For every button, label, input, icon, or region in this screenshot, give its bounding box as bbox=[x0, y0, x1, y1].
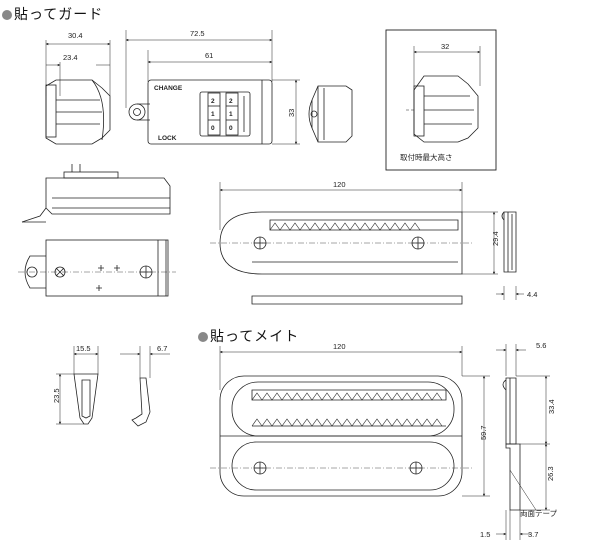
dim-label: 61 bbox=[205, 51, 213, 60]
mate-title-text: 貼ってメイト bbox=[210, 329, 300, 345]
dim-label: 72.5 bbox=[190, 29, 205, 38]
dim-label: 23.5 bbox=[52, 388, 61, 403]
dim-label: 59.7 bbox=[479, 425, 488, 440]
dim-label: 23.4 bbox=[63, 53, 78, 62]
dim-label: 3.7 bbox=[528, 530, 538, 539]
bullet-icon bbox=[198, 332, 208, 342]
wheel-digit: 1 bbox=[211, 111, 215, 118]
guard-title-text: 貼ってガード bbox=[14, 7, 104, 23]
dim-label: 15.5 bbox=[76, 344, 91, 353]
bullet-icon bbox=[2, 10, 12, 20]
wheel-digit: 1 bbox=[229, 111, 233, 118]
guard-plate-view bbox=[210, 182, 524, 305]
guard-top-view bbox=[125, 30, 353, 145]
dim-label: 32 bbox=[441, 42, 449, 51]
guard-inset-view bbox=[385, 29, 497, 171]
wheel-digit: 2 bbox=[229, 98, 233, 105]
mate-profile-view bbox=[496, 344, 550, 540]
wheel-digit: 0 bbox=[229, 125, 233, 132]
mate-hook-side-view bbox=[120, 346, 170, 427]
lock-label: LOCK bbox=[158, 135, 177, 142]
dim-label: 5.6 bbox=[536, 341, 546, 350]
guard-bottom-view bbox=[18, 239, 176, 297]
guard-front-view bbox=[45, 40, 111, 145]
dim-label: 120 bbox=[333, 342, 346, 351]
dim-label: 6.7 bbox=[157, 344, 167, 353]
wheel-digit: 2 bbox=[211, 98, 215, 105]
inset-caption: 取付時最大高さ bbox=[400, 152, 453, 162]
dim-label: 33.4 bbox=[547, 399, 556, 414]
dim-label: 30.4 bbox=[68, 31, 83, 40]
dim-label: 29.4 bbox=[491, 231, 500, 246]
guard-side-view bbox=[21, 164, 171, 223]
wheel-digit: 0 bbox=[211, 125, 215, 132]
dim-label: 1.5 bbox=[480, 530, 490, 539]
dim-label: 4.4 bbox=[527, 290, 537, 299]
tape-label: 両面テープ bbox=[520, 509, 558, 518]
dim-label: 26.3 bbox=[546, 466, 555, 481]
mate-plate-view bbox=[210, 346, 490, 497]
dim-label: 33 bbox=[287, 109, 296, 117]
mate-title: 貼ってメイト bbox=[198, 326, 299, 346]
guard-title: 貼ってガード bbox=[2, 4, 103, 24]
change-label: CHANGE bbox=[154, 85, 183, 92]
dim-label: 120 bbox=[333, 180, 346, 189]
dimension-labels: 30.4 23.4 72.5 61 33 CHANGE LOCK 2 1 0 2… bbox=[52, 29, 558, 539]
mate-hook-front-view bbox=[56, 346, 99, 425]
